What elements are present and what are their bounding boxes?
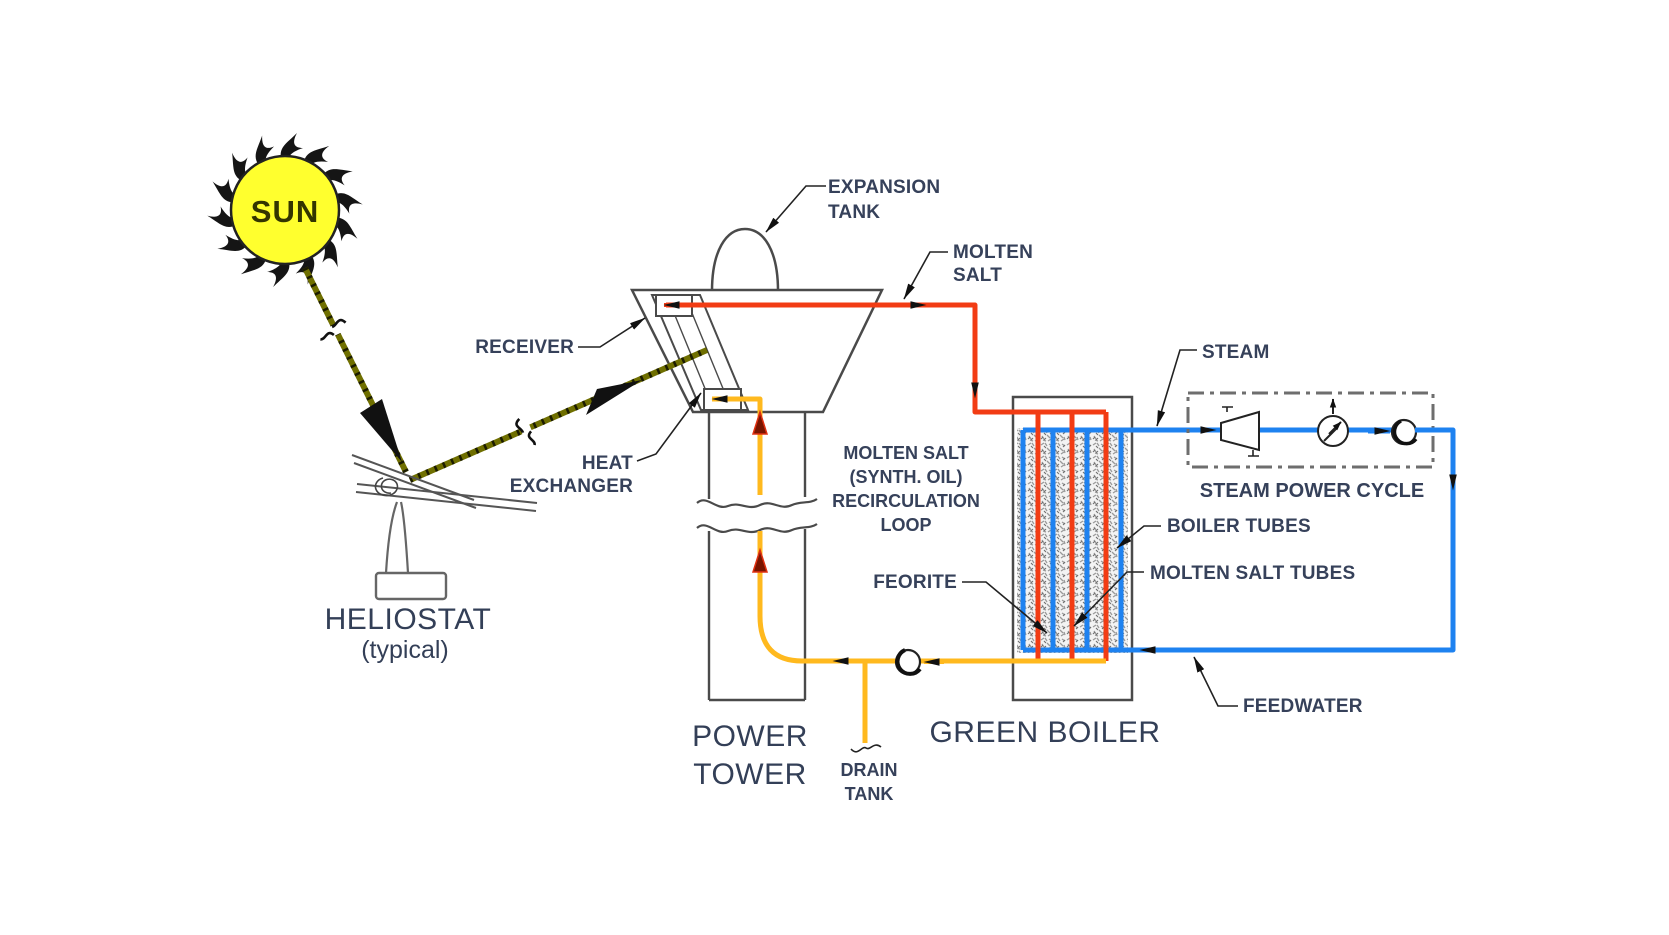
sun-label: SUN	[251, 194, 319, 229]
power-tower-label-1: POWER	[692, 720, 808, 753]
leader-molten-salt	[903, 251, 948, 300]
tower-break-wave-upper	[696, 498, 818, 509]
boiler-tubes-label: BOILER TUBES	[1167, 516, 1311, 537]
green-boiler-label: GREEN BOILER	[929, 716, 1160, 749]
drain-tank-label-2: TANK	[845, 784, 894, 804]
beam-break-symbol	[317, 318, 349, 343]
molten-salt-label-1: MOLTEN	[953, 242, 1033, 263]
recirculation-label-3: RECIRCULATION	[832, 491, 980, 511]
expansion-tank-label-1: EXPANSION	[828, 177, 940, 198]
tower-break-wave-lower	[696, 523, 818, 534]
leader-molten-salt-tubes	[1073, 571, 1144, 627]
receiver-label: RECEIVER	[475, 337, 574, 358]
hot-salt-pipe	[663, 301, 1109, 661]
sunbeam-incident	[302, 266, 409, 474]
heat-exchanger-label-2: EXCHANGER	[510, 476, 633, 497]
drain-break-symbol	[850, 744, 882, 753]
feedwater-label: FEEDWATER	[1243, 696, 1363, 717]
salt-up-arrow-1	[751, 409, 769, 435]
condenser-icon	[1317, 398, 1349, 447]
heliostat-base	[374, 571, 448, 601]
leader-receiver	[578, 317, 646, 348]
salt-up-arrow-2	[751, 547, 769, 573]
drain-tank-label-1: DRAIN	[841, 760, 898, 780]
leader-steam	[1156, 349, 1197, 427]
mirror-pivot	[374, 477, 399, 497]
steam-label: STEAM	[1202, 342, 1270, 363]
power-tower	[696, 412, 818, 702]
heliostat-typical-label: (typical)	[361, 636, 449, 664]
pump-icon	[894, 648, 922, 676]
molten-salt-tubes-label: MOLTEN SALT TUBES	[1150, 563, 1355, 584]
expansion-tank-dome	[710, 227, 780, 292]
recirculation-label-4: LOOP	[880, 515, 931, 535]
leader-feedwater	[1193, 656, 1238, 707]
boiler-tubes-blue	[1020, 430, 1124, 650]
expansion-tank-label-2: TANK	[828, 202, 880, 223]
sunbeam-reflected	[408, 347, 709, 483]
leader-lines	[578, 185, 1238, 707]
leader-feorite	[962, 581, 1048, 634]
recirculation-label-1: MOLTEN SALT	[843, 443, 968, 463]
cycle-pump-icon	[1368, 418, 1453, 446]
incident-beam-arrow	[360, 399, 402, 462]
leader-expansion-tank	[765, 185, 826, 233]
power-tower-label-2: TOWER	[693, 758, 807, 791]
steam-pipe	[1020, 426, 1457, 654]
cold-salt-pipe	[711, 395, 1106, 743]
beam-break-symbol-2	[515, 416, 538, 448]
reflected-beam-arrow	[586, 380, 642, 415]
heliostat-column	[384, 501, 410, 574]
molten-salt-tubes-red	[1035, 412, 1109, 661]
heliostat	[351, 454, 538, 601]
recirculation-label-2: (SYNTH. OIL)	[850, 467, 963, 487]
turbine-icon	[1220, 406, 1260, 457]
leader-heat-exchanger	[636, 392, 702, 462]
molten-salt-label-2: SALT	[953, 265, 1002, 286]
steam-power-cycle-label: STEAM POWER CYCLE	[1200, 480, 1424, 502]
feorite-label: FEORITE	[873, 572, 957, 593]
sun	[229, 154, 341, 266]
heliostat-label: HELIOSTAT	[325, 603, 492, 636]
cold-salt-up-arrows	[751, 409, 769, 573]
heat-exchanger-label-1: HEAT	[582, 453, 633, 474]
leader-boiler-tubes	[1116, 525, 1161, 549]
mirror-slat-1	[351, 454, 477, 509]
